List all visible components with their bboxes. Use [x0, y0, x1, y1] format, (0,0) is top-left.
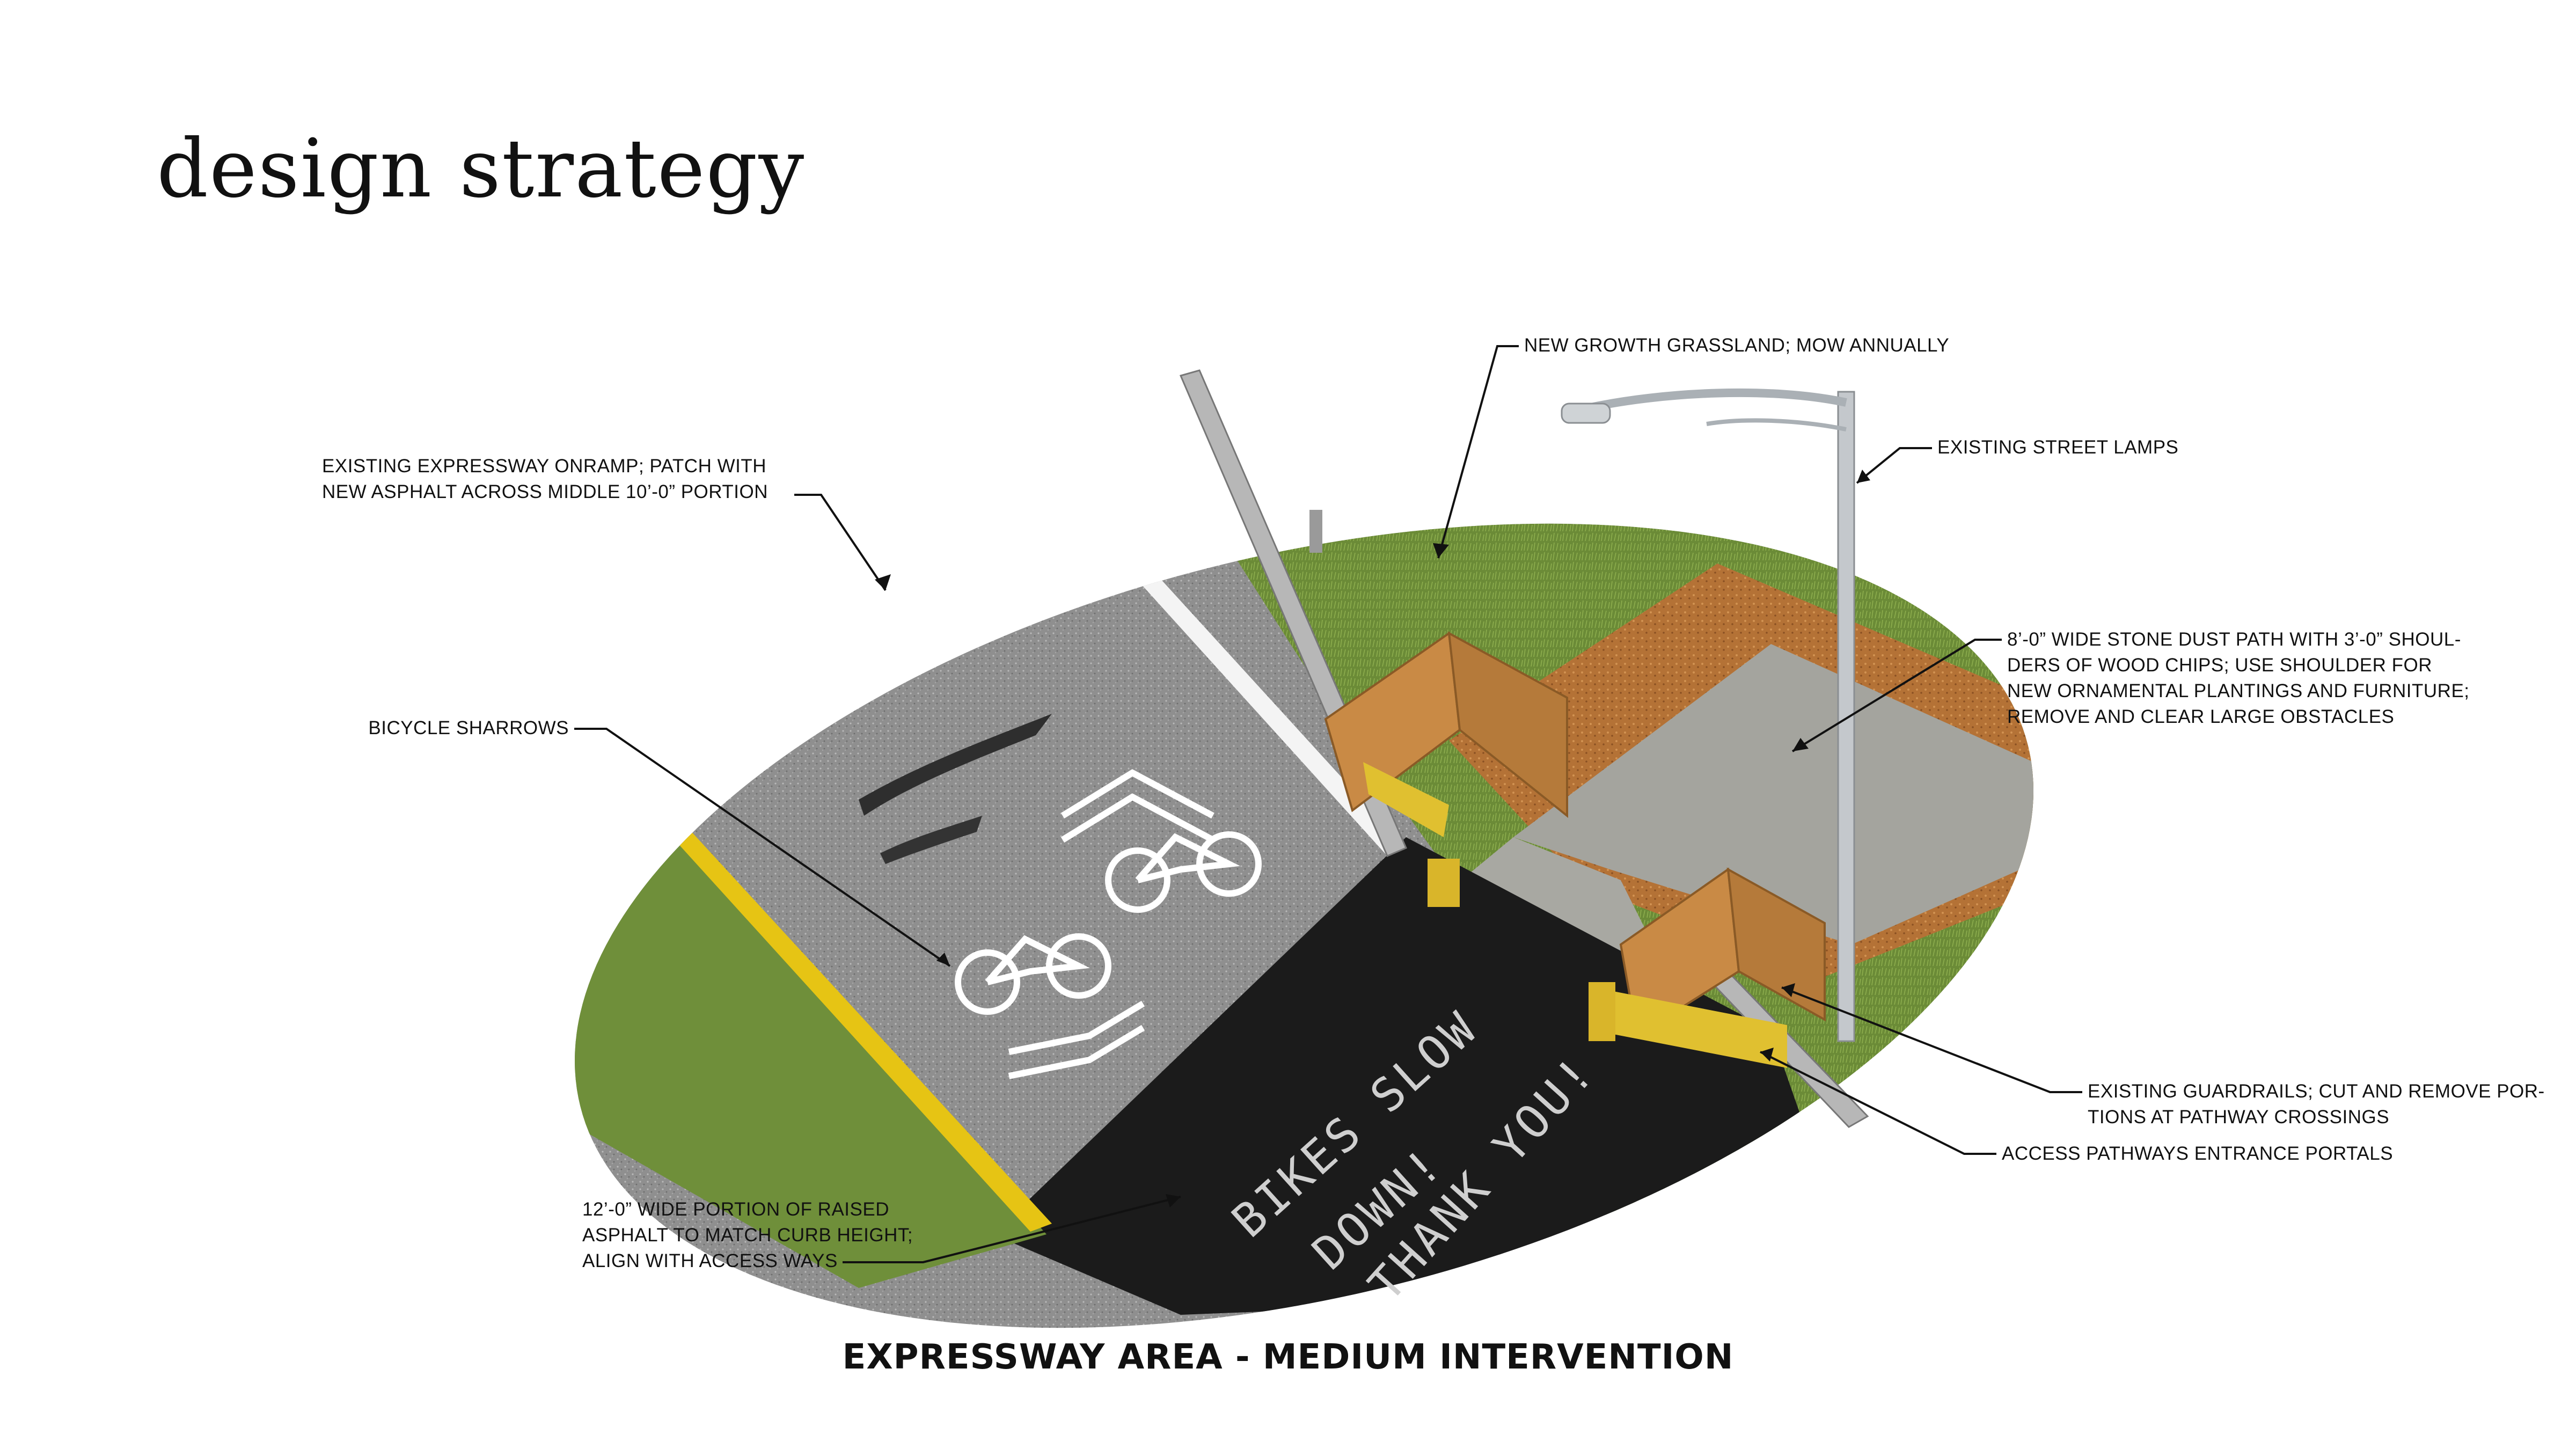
leader-raised-asphalt	[843, 1196, 1181, 1263]
leader-onramp	[794, 494, 887, 591]
asphalt-crack	[859, 714, 1052, 816]
callout-new-growth-grassland: NEW GROWTH GRASSLAND; MOW ANNUALLY	[1524, 335, 1950, 356]
bicycle-sharrow-lower	[955, 933, 1145, 1079]
callout-bicycle-sharrows: BICYCLE SHARROWS	[368, 718, 569, 738]
yellow-edge-line	[633, 789, 1052, 1232]
stone-dust-path	[1513, 644, 2093, 945]
leader-stone-path	[1791, 639, 2002, 752]
leader-guardrails	[1781, 986, 2082, 1093]
callout-existing-street-lamps: EXISTING STREET LAMPS	[1937, 437, 2179, 458]
new-raised-asphalt	[993, 837, 1814, 1315]
callout-access-pathways-portals: ACCESS PATHWAYS ENTRANCE PORTALS	[2002, 1143, 2394, 1164]
asphalt-crack	[880, 816, 982, 864]
leader-arrowheads	[875, 470, 1870, 1208]
bicycle-sharrow-upper	[1060, 769, 1262, 913]
entrance-portal-lower	[1589, 867, 1826, 1068]
callout-existing-guardrails: EXISTING GUARDRAILS; CUT AND REMOVE POR-…	[2088, 1081, 2545, 1128]
leader-sharrows	[574, 728, 951, 967]
entrance-portal-upper	[1324, 631, 1568, 907]
callout-stone-dust-path: 8’-0” WIDE STONE DUST PATH WITH 3’-0” SH…	[2007, 629, 2470, 727]
leader-portals	[1760, 1051, 1996, 1155]
leader-lines	[574, 345, 2082, 1263]
callout-expressway-onramp: EXISTING EXPRESSWAY ONRAMP; PATCH WITH N…	[322, 456, 769, 502]
callout-raised-asphalt: 12’-0” WIDE PORTION OF RAISED ASPHALT TO…	[582, 1199, 913, 1271]
page-title: design strategy	[157, 122, 806, 216]
diagram-caption: EXPRESSWAY AREA - MEDIUM INTERVENTION	[842, 1337, 1734, 1377]
white-lane-line	[1079, 510, 1406, 856]
leader-grassland	[1437, 345, 1519, 559]
leader-lamps	[1856, 447, 1932, 484]
